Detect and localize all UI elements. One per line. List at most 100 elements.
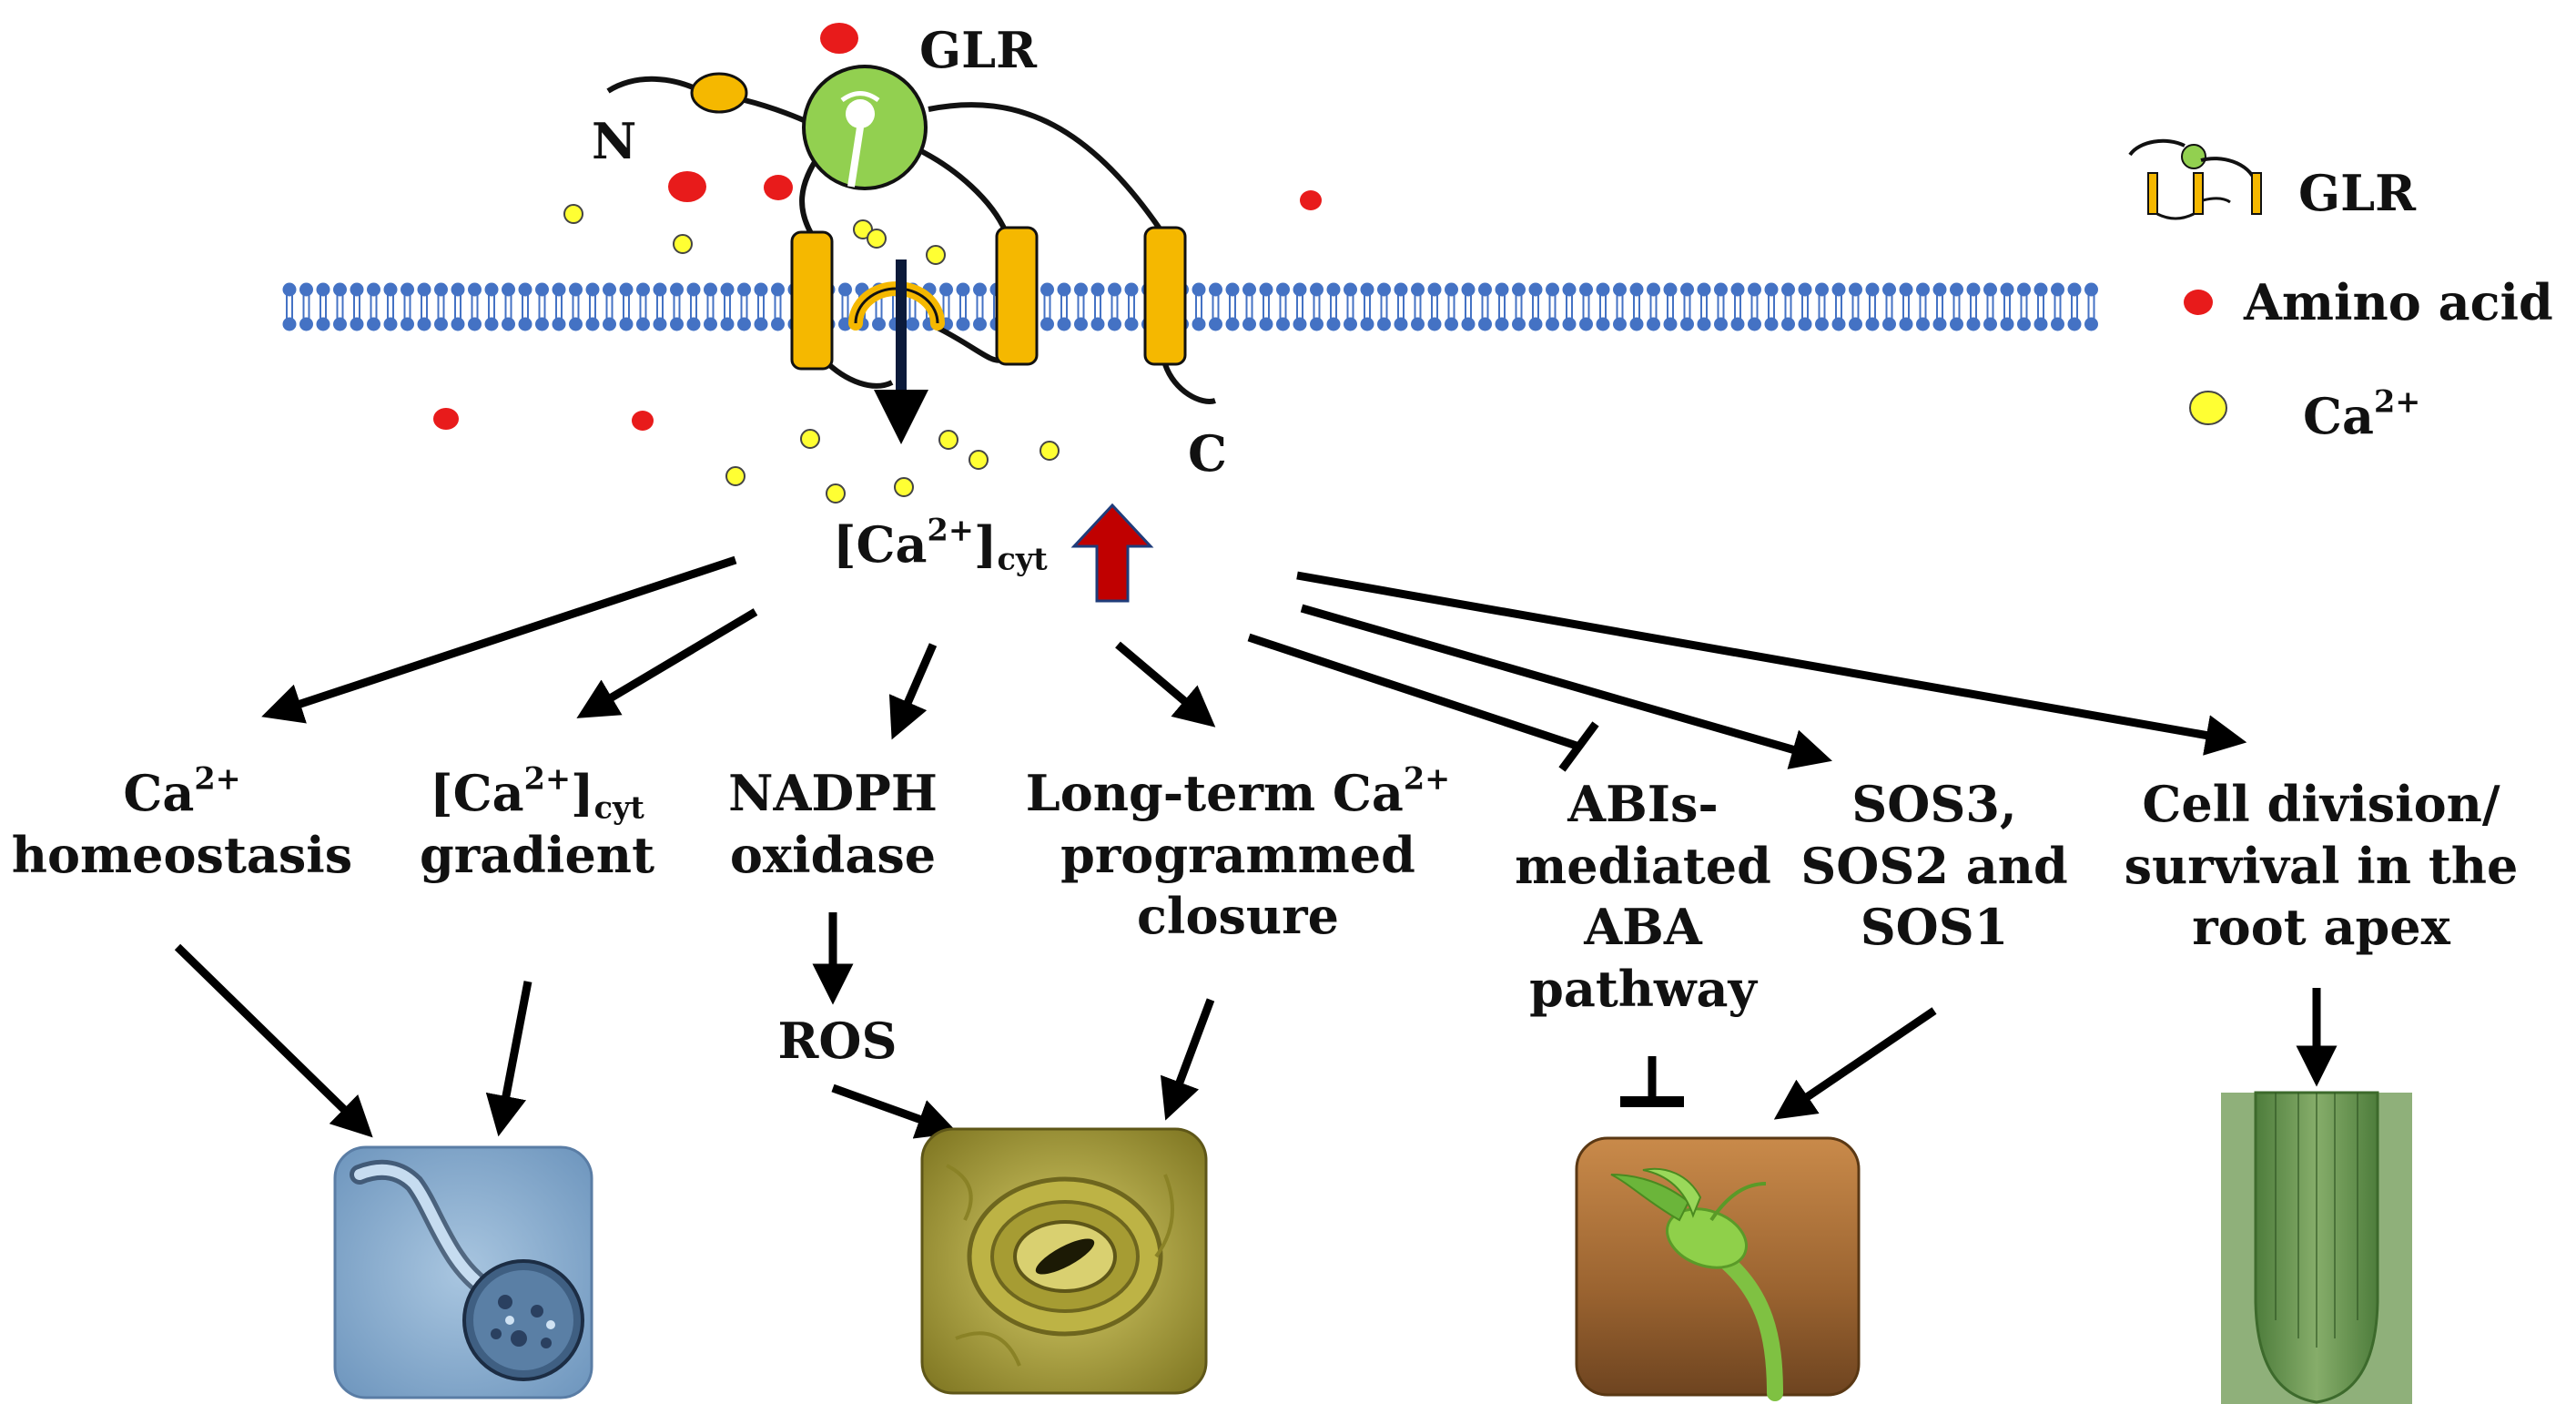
legend-glr-label: GLR <box>2298 164 2416 222</box>
lipid <box>686 282 701 331</box>
lipid <box>401 282 414 331</box>
long-loop-to-helix-3 <box>928 102 1168 239</box>
lipid <box>2051 282 2064 331</box>
lipid <box>1242 282 1256 331</box>
lipid <box>2067 282 2082 331</box>
lipid <box>2017 282 2031 331</box>
arrow-homeostasis-to-pollen <box>174 943 373 1138</box>
lipid <box>1983 282 1997 331</box>
lipid <box>1798 282 1812 331</box>
outcome-abi: ABIs- mediated ABA pathway <box>1515 775 1771 1018</box>
lipid <box>535 282 549 331</box>
lipid <box>299 282 313 331</box>
arrow-to-longterm <box>1115 641 1216 727</box>
legend-amino-acid-dot <box>2184 290 2213 315</box>
lipid <box>771 282 785 331</box>
lipid <box>1546 282 1559 331</box>
c-terminal-tail <box>1162 362 1216 404</box>
lipid <box>1427 282 1442 331</box>
outcome-homeostasis: Ca2+ homeostasis <box>11 760 353 884</box>
lipid <box>636 282 650 331</box>
outcome-sos: SOS3, SOS2 and SOS1 <box>1800 775 2068 956</box>
lipid <box>1932 282 1947 331</box>
arrow-to-gradient <box>576 608 758 718</box>
arrow-to-sos <box>1300 604 1832 769</box>
lipid <box>1781 282 1795 331</box>
lipid <box>518 282 532 331</box>
inner-loop-right <box>936 325 1003 363</box>
lipid <box>1764 282 1779 331</box>
inhibit-line-to-abi <box>1247 633 1581 751</box>
lipid <box>1411 282 1425 331</box>
legend-glr-icon <box>2128 138 2262 220</box>
lipid <box>1680 282 1694 331</box>
c-terminus-label: C <box>1188 424 1227 483</box>
root-apex-image <box>2221 1091 2412 1404</box>
outcome-longterm: Long-term Ca2+ programmed closure <box>1025 760 1451 945</box>
lipid <box>282 282 297 331</box>
arrow-to-nadph <box>888 643 938 740</box>
lipid-bilayer <box>282 282 2098 331</box>
lipid <box>1394 282 1408 331</box>
transmembrane-helix <box>790 230 834 371</box>
lipid <box>502 282 515 331</box>
lipid <box>1697 282 1711 331</box>
lipid <box>720 282 735 331</box>
lipid <box>552 282 566 331</box>
amino-acid-molecules <box>433 23 1322 431</box>
lipid <box>1225 282 1240 331</box>
lipid <box>737 282 751 331</box>
lipid <box>619 282 634 331</box>
lipid <box>754 282 768 331</box>
lipid <box>1882 282 1896 331</box>
outcome-celldiv: Cell division/ survival in the root apex <box>2124 775 2519 956</box>
loop-to-helix-2 <box>918 148 1009 234</box>
lipid <box>1293 282 1307 331</box>
lipid <box>333 282 347 331</box>
lipid <box>653 282 667 331</box>
lipid <box>1461 282 1476 331</box>
outcome-gradient: [Ca2+]cyt gradient <box>419 760 655 884</box>
lipid <box>1209 282 1222 331</box>
lipid <box>1966 282 1981 331</box>
legend <box>2128 138 2262 425</box>
outcome-arrows <box>174 912 2338 1139</box>
lipid <box>1579 282 1593 331</box>
arrow-ros-to-stomata <box>831 1084 958 1139</box>
n-terminal-tail <box>606 76 703 94</box>
n-terminal-domain <box>690 72 748 114</box>
lipid <box>417 282 431 331</box>
lipid <box>569 282 583 331</box>
lipid <box>1831 282 1846 331</box>
signal-arrows <box>261 555 2247 772</box>
legend-calcium-dot <box>2189 391 2227 425</box>
pollen-tube-image <box>333 1145 593 1399</box>
lipid <box>585 282 600 331</box>
arrow-to-homeostasis <box>261 555 737 724</box>
lipid <box>1478 282 1492 331</box>
transmembrane-helix <box>1143 226 1187 366</box>
legend-calcium-label: Ca2+ <box>2303 383 2421 445</box>
lipid <box>1815 282 1829 331</box>
outcome-ros: ROS <box>777 1012 898 1070</box>
lipid <box>1192 282 1206 331</box>
lipid <box>1360 282 1374 331</box>
outcome-nadph: NADPH oxidase <box>728 764 938 884</box>
lipid <box>670 282 684 331</box>
arrow-to-celldiv <box>1296 571 2247 756</box>
lipid <box>2000 282 2014 331</box>
lipid <box>2033 282 2048 331</box>
lipid <box>1647 282 1660 331</box>
increase-arrow <box>1070 503 1154 603</box>
glr-receptor <box>606 65 1216 444</box>
arrow-sos-to-seedling <box>1773 1007 1937 1120</box>
lipid <box>1865 282 1880 331</box>
lipid <box>1108 282 1121 331</box>
lipid <box>1090 282 1105 331</box>
lipid <box>1730 282 1745 331</box>
lipid <box>1344 282 1357 331</box>
lipid <box>1124 282 1139 331</box>
lipid <box>1276 282 1290 331</box>
lipid <box>1849 282 1862 331</box>
